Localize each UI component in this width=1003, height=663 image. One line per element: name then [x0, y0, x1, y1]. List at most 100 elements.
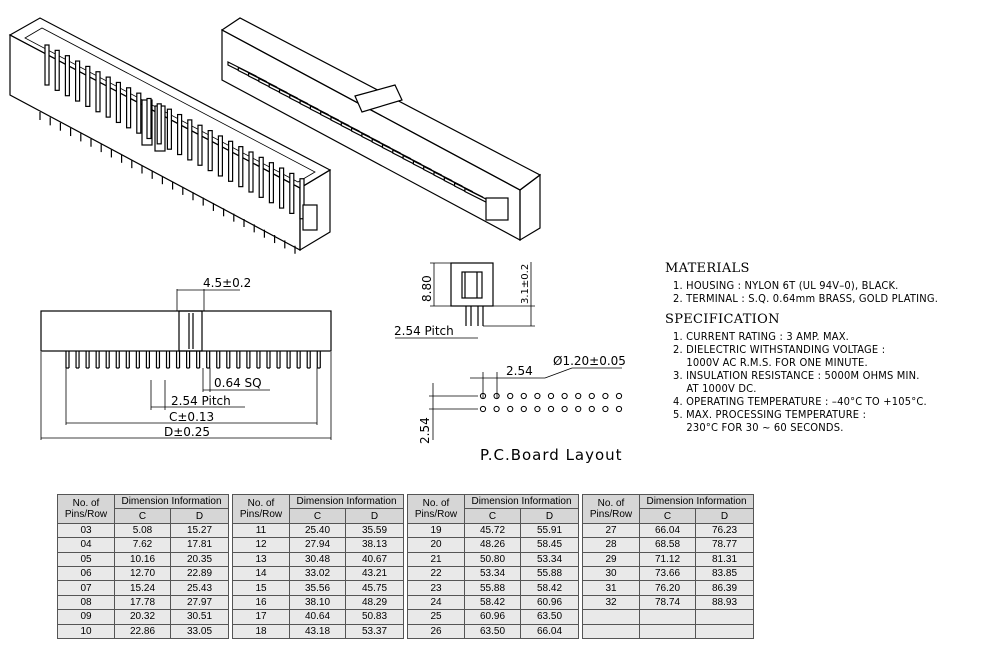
cell-d: 50.83 [345, 609, 404, 625]
materials-item: 2. TERMINAL : S.Q. 0.64mm BRASS, GOLD PL… [673, 292, 939, 305]
dim-height: 8.80 [420, 275, 434, 302]
pcb-hole [588, 392, 595, 400]
pin [248, 151, 254, 193]
header-pins-per-row: No. of Pins/Row [407, 494, 465, 524]
cell-c: 50.80 [464, 551, 521, 567]
cell-d: 53.34 [520, 551, 579, 567]
table-row [582, 623, 754, 640]
cell-c: 58.42 [464, 594, 521, 611]
cell-pins: 07 [57, 580, 115, 596]
cell-d: 78.77 [695, 537, 754, 553]
spec-item: 2. DIELECTRIC WITHSTANDING VOLTAGE : [673, 343, 886, 356]
cell-c: 48.26 [464, 537, 521, 553]
pcb-hole [602, 392, 609, 400]
cell-d: 40.67 [345, 551, 404, 567]
spec-item: 230°C FOR 30 ~ 60 SECONDS. [673, 421, 844, 434]
cell-c: 15.24 [114, 580, 171, 596]
cell-pins: 16 [232, 594, 290, 611]
cell-pins: 23 [407, 580, 465, 596]
cell-c: 17.78 [114, 594, 171, 611]
cell-d: 33.05 [170, 623, 229, 640]
spec-item: 5. MAX. PROCESSING TEMPERATURE : [673, 408, 867, 421]
cell-c: 60.96 [464, 609, 521, 625]
connector-drawing: 4.5±0.2 0.64 SQ 2.54 Pitch C±0.13 D±0.25… [8, 17, 626, 444]
pcb-hole [602, 405, 609, 413]
cell-c: 76.20 [639, 580, 696, 596]
pcb-hole [520, 392, 527, 400]
cell-pins: 15 [232, 580, 290, 596]
cell-pins: 28 [582, 537, 640, 553]
cell-pins [582, 609, 640, 625]
pin [74, 60, 81, 102]
pcb-hole [561, 392, 568, 400]
cell-d: 48.29 [345, 594, 404, 611]
spec-item: AT 1000V DC. [673, 382, 757, 395]
cell-c: 5.08 [114, 522, 171, 539]
cell-pins: 27 [582, 522, 640, 539]
cell-c: 38.10 [289, 594, 346, 611]
pcb-hole [507, 405, 514, 413]
pcb-hole [493, 405, 500, 413]
pcb-layout-caption: P.C.Board Layout [480, 446, 623, 464]
pcb-hole [507, 392, 514, 400]
cell-pins: 11 [232, 522, 290, 539]
cell-pins: 03 [57, 522, 115, 539]
pcb-hole [615, 392, 623, 400]
cell-c: 68.58 [639, 537, 696, 553]
isometric-pins-left [44, 44, 305, 220]
cell-c: 53.34 [464, 565, 521, 582]
cell-pins: 29 [582, 551, 640, 567]
materials-heading: MATERIALS [665, 261, 750, 276]
cell-c: 78.74 [639, 594, 696, 611]
pin [95, 71, 101, 113]
isometric-legs-left [39, 112, 296, 254]
header-c: C [114, 508, 171, 524]
cell-d: 76.23 [695, 522, 754, 539]
cell-d [695, 623, 754, 640]
pcb-hole [547, 405, 555, 413]
cell-d: 27.97 [170, 594, 229, 611]
cell-d: 30.51 [170, 609, 229, 625]
cell-pins: 09 [57, 609, 115, 625]
spec-item: 1000V AC R.M.S. FOR ONE MINUTE. [673, 356, 868, 369]
cell-pins: 21 [407, 551, 465, 567]
cell-c: 33.02 [289, 565, 346, 582]
cell-pins: 04 [57, 537, 115, 553]
dim-hole-diameter: Ø1.20±0.05 [553, 354, 626, 368]
pin [64, 55, 71, 97]
dim-pcb-pitch: 2.54 [506, 364, 533, 378]
cell-d: 22.89 [170, 565, 229, 582]
cell-d: 60.96 [520, 594, 579, 611]
pin [258, 156, 264, 198]
cell-pins [582, 623, 640, 640]
cell-pins: 13 [232, 551, 290, 567]
pin [228, 140, 234, 182]
cell-pins: 32 [582, 594, 640, 611]
pin [125, 87, 132, 129]
cell-c: 63.50 [464, 623, 521, 640]
cell-d: 43.21 [345, 565, 404, 582]
cell-d: 55.88 [520, 565, 579, 582]
cell-d: 25.43 [170, 580, 229, 596]
pin [268, 162, 274, 204]
header-dimension-information: Dimension Information [114, 493, 229, 510]
cell-c [639, 609, 696, 625]
cell-d: 81.31 [695, 551, 754, 567]
